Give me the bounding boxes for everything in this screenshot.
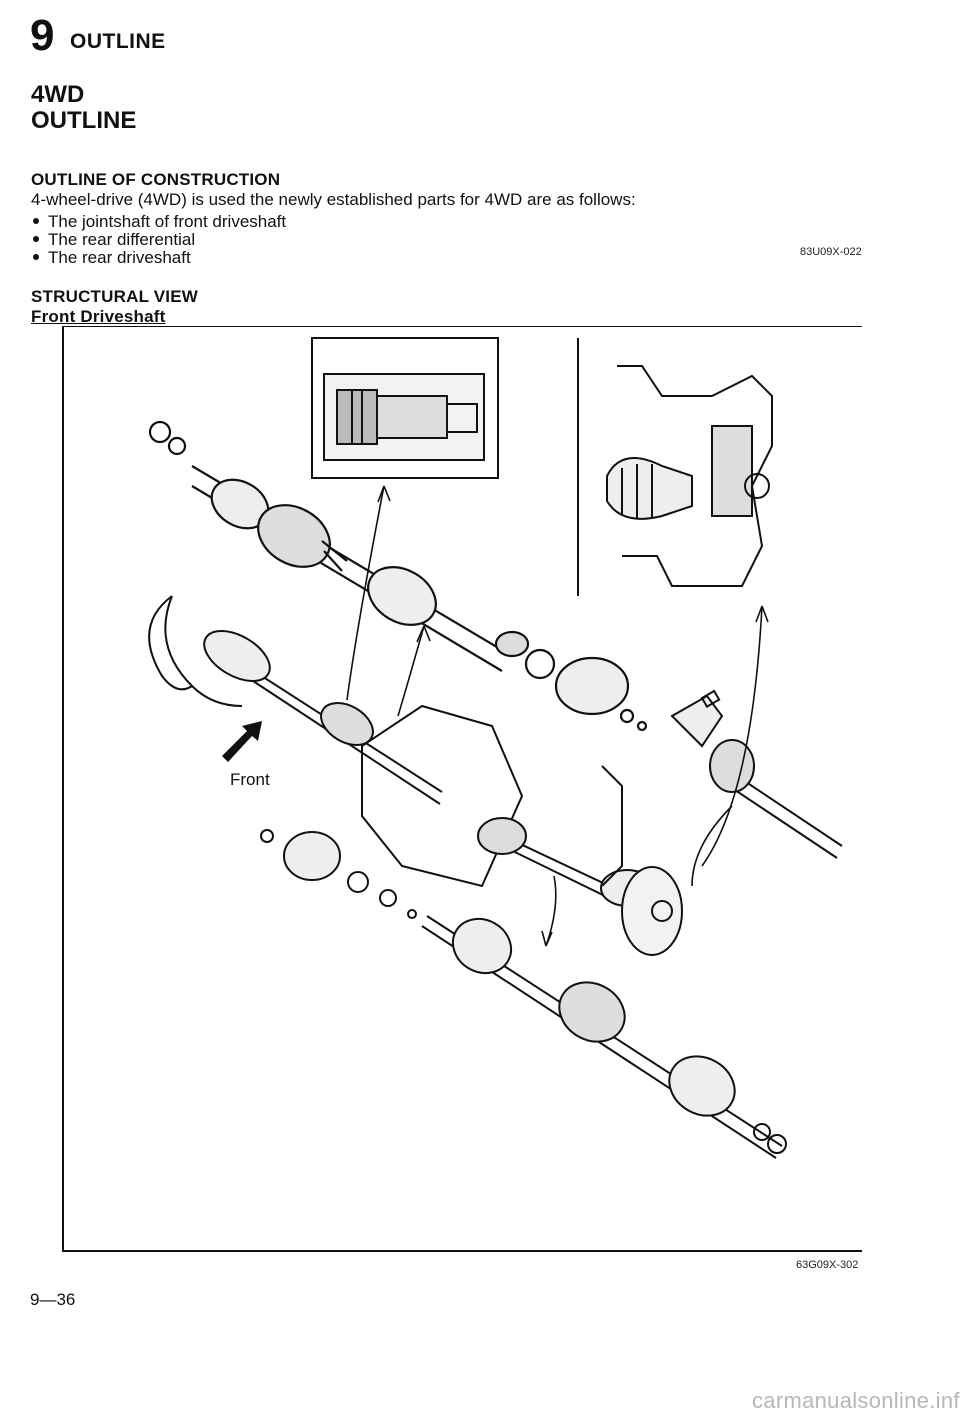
section-title: 4WD OUTLINE	[31, 82, 136, 134]
jointshaft-section-inset	[311, 337, 499, 479]
bullet-dot	[33, 236, 39, 242]
front-arrow-icon	[222, 721, 262, 762]
structural-figure-code: 63G09X-302	[796, 1259, 859, 1271]
front-label: Front	[230, 770, 270, 789]
jointshaft	[164, 595, 524, 888]
hub-outline	[148, 595, 193, 691]
section-title-line2: OUTLINE	[31, 107, 137, 134]
section-title-line1: 4WD	[31, 81, 85, 108]
upper-driveshaft	[148, 420, 648, 732]
page-number: 9—36	[30, 1290, 76, 1309]
knuckle-inset	[577, 338, 773, 596]
driveshaft-exploded-diagram: Front	[148, 337, 843, 1159]
construction-figure-code: 83U09X-022	[800, 246, 862, 258]
bullet-item: The jointshaft of front driveshaft	[33, 213, 286, 230]
chapter-number: 9	[30, 11, 55, 60]
lower-driveshaft	[477, 689, 843, 956]
chapter-title: OUTLINE	[70, 30, 166, 53]
structural-subheading: Front Driveshaft	[31, 307, 166, 326]
bullet-dot	[33, 218, 39, 224]
figure-frame	[62, 326, 862, 1252]
bullet-item: The rear driveshaft	[33, 249, 191, 266]
bullet-dot	[33, 254, 39, 260]
construction-intro: 4-wheel-drive (4WD) is used the newly es…	[31, 190, 636, 209]
structural-heading: STRUCTURAL VIEW	[31, 287, 199, 306]
direction-arrows	[346, 485, 769, 947]
outboard-joint-exploded	[260, 829, 787, 1159]
bullet-item: The rear differential	[33, 231, 195, 248]
watermark: carmanualsonline.info	[752, 1388, 960, 1413]
construction-heading: OUTLINE OF CONSTRUCTION	[31, 170, 281, 189]
